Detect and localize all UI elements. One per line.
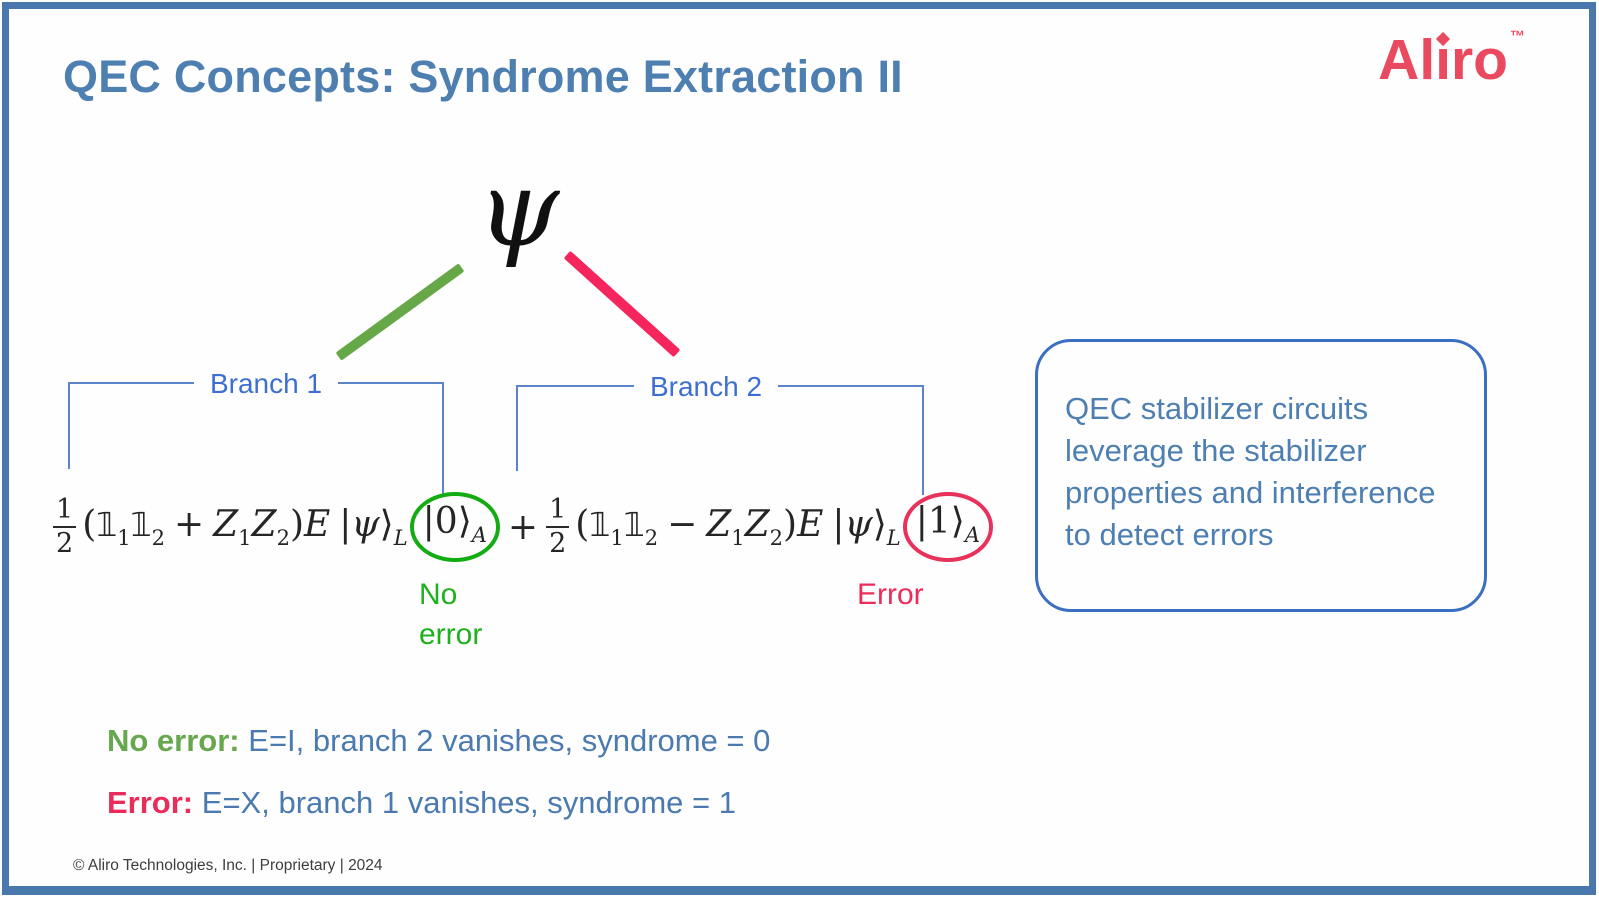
info-box: QEC stabilizer circuits leverage the sta… (1035, 339, 1487, 612)
info-box-line: to detect errors (1065, 517, 1274, 552)
plus-sign: + (507, 506, 539, 548)
info-box-line: QEC stabilizer circuits (1065, 391, 1369, 426)
psi-root-state: ψ (477, 148, 560, 270)
branch1-label: Branch 1 (193, 364, 339, 404)
branch2-bracket-left-tick (516, 385, 518, 471)
branch1-bracket-left-tick (68, 382, 70, 469)
info-box-line: leverage the stabilizer (1065, 433, 1367, 468)
branch1-green-line (335, 263, 465, 361)
page-title: QEC Concepts: Syndrome Extraction II (63, 51, 903, 102)
error-circle: |1⟩A (902, 492, 993, 562)
branch2-label: Branch 2 (633, 367, 779, 407)
no-error-circle: |0⟩A (409, 492, 500, 562)
footer-copyright: © Aliro Technologies, Inc. | Proprietary… (73, 857, 383, 874)
logo-text-prefix: Al (1378, 28, 1436, 92)
branch2-bracket-right-tick (922, 385, 924, 495)
no-error-statement-text: E=I, branch 2 vanishes, syndrome = 0 (248, 723, 771, 758)
no-error-statement-label: No error: (107, 723, 240, 758)
no-error-caption: No error (419, 578, 483, 651)
branch1-bracket: Branch 1 (68, 364, 444, 499)
branch2-bracket: Branch 2 (516, 367, 924, 497)
info-box-line: properties and interference (1065, 475, 1436, 510)
error-caption: Error (857, 578, 924, 611)
error-statement: Error: E=X, branch 1 vanishes, syndrome … (107, 785, 736, 821)
branch1-bracket-right-tick (442, 382, 444, 497)
logo-text-suffix: ro (1451, 28, 1508, 92)
logo-trademark: ™ (1510, 28, 1525, 45)
branch2-term: (𝟙1𝟙2−Z1Z2)E|ψ⟩L (575, 504, 901, 550)
error-statement-text: E=X, branch 1 vanishes, syndrome = 1 (201, 785, 736, 820)
branch2-red-line (563, 250, 681, 358)
error-statement-label: Error: (107, 785, 194, 820)
logo-letter-i: ı (1435, 28, 1451, 92)
branch1-term: (𝟙1𝟙2+Z1Z2)E|ψ⟩L (82, 504, 408, 550)
no-error-statement: No error: E=I, branch 2 vanishes, syndro… (107, 723, 770, 759)
